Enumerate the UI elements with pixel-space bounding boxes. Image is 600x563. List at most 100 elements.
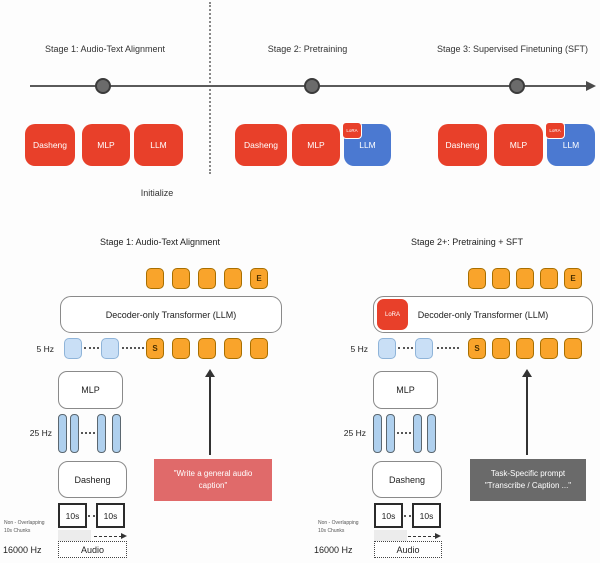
right-chunk-note-line2: 10s Chunks: [318, 528, 345, 534]
stage1-dasheng-box: Dasheng: [25, 124, 75, 166]
output-token: [172, 268, 190, 289]
audio-embedding-token: [101, 338, 119, 359]
ellipsis-dots: [84, 347, 99, 349]
prompt-arrowhead-icon: [522, 369, 532, 377]
output-token: [224, 268, 242, 289]
right-mlp-box: MLP: [373, 371, 438, 409]
stage1-llm-box: LLM: [134, 124, 183, 166]
timeline-dot-stage1: [95, 78, 111, 94]
ellipsis-dots: [81, 432, 95, 434]
feature-bar: [58, 414, 67, 453]
audio-embedding-token: [415, 338, 433, 359]
stage3-lora-badge: LoRA: [545, 122, 565, 139]
stage2-mlp-box: MLP: [292, 124, 340, 166]
right-5hz-label: 5 Hz: [350, 344, 368, 354]
right-audio-box: Audio: [374, 541, 442, 558]
stage-divider-dotted-line: [209, 2, 211, 174]
chunk-window-strip: [58, 530, 91, 543]
output-token: [516, 268, 534, 289]
stage2-dasheng-box: Dasheng: [235, 124, 287, 166]
right-chunk-note-line1: Non - Overlapping: [318, 520, 359, 526]
input-token: [492, 338, 510, 359]
right-prompt-line2: "Transcribe / Caption ...": [484, 481, 572, 490]
right-chunk-note: Non - Overlapping 10s Chunks: [318, 519, 359, 535]
left-5hz-label: 5 Hz: [36, 344, 54, 354]
stage2-lora-badge: LoRA: [342, 122, 362, 139]
stage1-mlp-box: MLP: [82, 124, 130, 166]
output-token: [540, 268, 558, 289]
start-token: S: [468, 338, 486, 359]
timeline-dot-stage2: [304, 78, 320, 94]
feature-bar: [386, 414, 395, 453]
ellipsis-dots: [122, 347, 144, 349]
left-decoder-label: Decoder-only Transformer (LLM): [105, 309, 237, 320]
feature-bar: [97, 414, 106, 453]
chunk-slide-arrowhead-icon: [121, 533, 127, 539]
right-decoder-label: Decoder-only Transformer (LLM): [417, 309, 549, 320]
timeline-stage3-title: Stage 3: Supervised Finetuning (SFT): [436, 44, 589, 54]
output-token: [198, 268, 216, 289]
left-16000hz-label: 16000 Hz: [3, 545, 42, 555]
feature-bar: [373, 414, 382, 453]
right-dasheng-box: Dasheng: [372, 461, 442, 498]
left-prompt-box: "Write a general audio caption": [154, 459, 272, 501]
timeline-stage2-title: Stage 2: Pretraining: [267, 44, 348, 54]
chunk-10s-box: 10s: [58, 503, 87, 528]
audio-embedding-token: [64, 338, 82, 359]
chunk-slide-arrow: [94, 536, 122, 537]
stage3-mlp-box: MLP: [494, 124, 543, 166]
ellipsis-dots: [398, 347, 413, 349]
prompt-arrow: [526, 377, 528, 455]
left-dasheng-box: Dasheng: [58, 461, 127, 498]
output-token: [146, 268, 164, 289]
prompt-arrowhead-icon: [205, 369, 215, 377]
right-prompt-line1: Task-Specific prompt: [490, 469, 566, 479]
feature-bar: [70, 414, 79, 453]
input-token: [224, 338, 242, 359]
output-token: [468, 268, 486, 289]
input-token: [172, 338, 190, 359]
chunk-window-strip: [374, 530, 407, 543]
chunk-10s-box: 10s: [374, 503, 403, 528]
timeline-dot-stage3: [509, 78, 525, 94]
input-token: [540, 338, 558, 359]
left-audio-box: Audio: [58, 541, 127, 558]
end-token: E: [250, 268, 268, 289]
right-decoder-box: Decoder-only Transformer (LLM): [373, 296, 593, 333]
left-prompt-text: "Write a general audio caption": [173, 469, 253, 490]
left-mlp-box: MLP: [58, 371, 123, 409]
ellipsis-dots: [397, 432, 411, 434]
input-token: [516, 338, 534, 359]
feature-bar: [413, 414, 422, 453]
left-25hz-label: 25 Hz: [29, 428, 52, 438]
left-chunk-note: Non - Overlapping 10s Chunks: [4, 519, 45, 535]
prompt-arrow: [209, 377, 211, 455]
chunk-10s-box: 10s: [96, 503, 125, 528]
audio-embedding-token: [378, 338, 396, 359]
input-token: [198, 338, 216, 359]
feature-bar: [112, 414, 121, 453]
chunk-10s-box: 10s: [412, 503, 441, 528]
chunk-slide-arrowhead-icon: [435, 533, 441, 539]
input-token: [564, 338, 582, 359]
ellipsis-dots: [437, 347, 459, 349]
left-diagram-title: Stage 1: Audio-Text Alignment: [99, 237, 221, 247]
end-token: E: [564, 268, 582, 289]
input-token: [250, 338, 268, 359]
timeline-stage1-title: Stage 1: Audio-Text Alignment: [44, 44, 166, 54]
start-token: S: [146, 338, 164, 359]
right-diagram-title: Stage 2+: Pretraining + SFT: [410, 237, 524, 247]
timeline-arrowhead-icon: [586, 81, 596, 91]
left-chunk-note-line2: 10s Chunks: [4, 528, 31, 534]
right-25hz-label: 25 Hz: [343, 428, 366, 438]
stage3-dasheng-box: Dasheng: [438, 124, 487, 166]
right-lora-box: LoRA: [377, 299, 408, 330]
left-decoder-box: Decoder-only Transformer (LLM): [60, 296, 282, 333]
left-chunk-note-line1: Non - Overlapping: [4, 520, 45, 526]
feature-bar: [427, 414, 436, 453]
right-prompt-box: Task-Specific prompt "Transcribe / Capti…: [470, 459, 586, 501]
initialize-label: Initialize: [140, 188, 174, 198]
chunk-slide-arrow: [408, 536, 436, 537]
ellipsis-dots: [88, 515, 95, 517]
